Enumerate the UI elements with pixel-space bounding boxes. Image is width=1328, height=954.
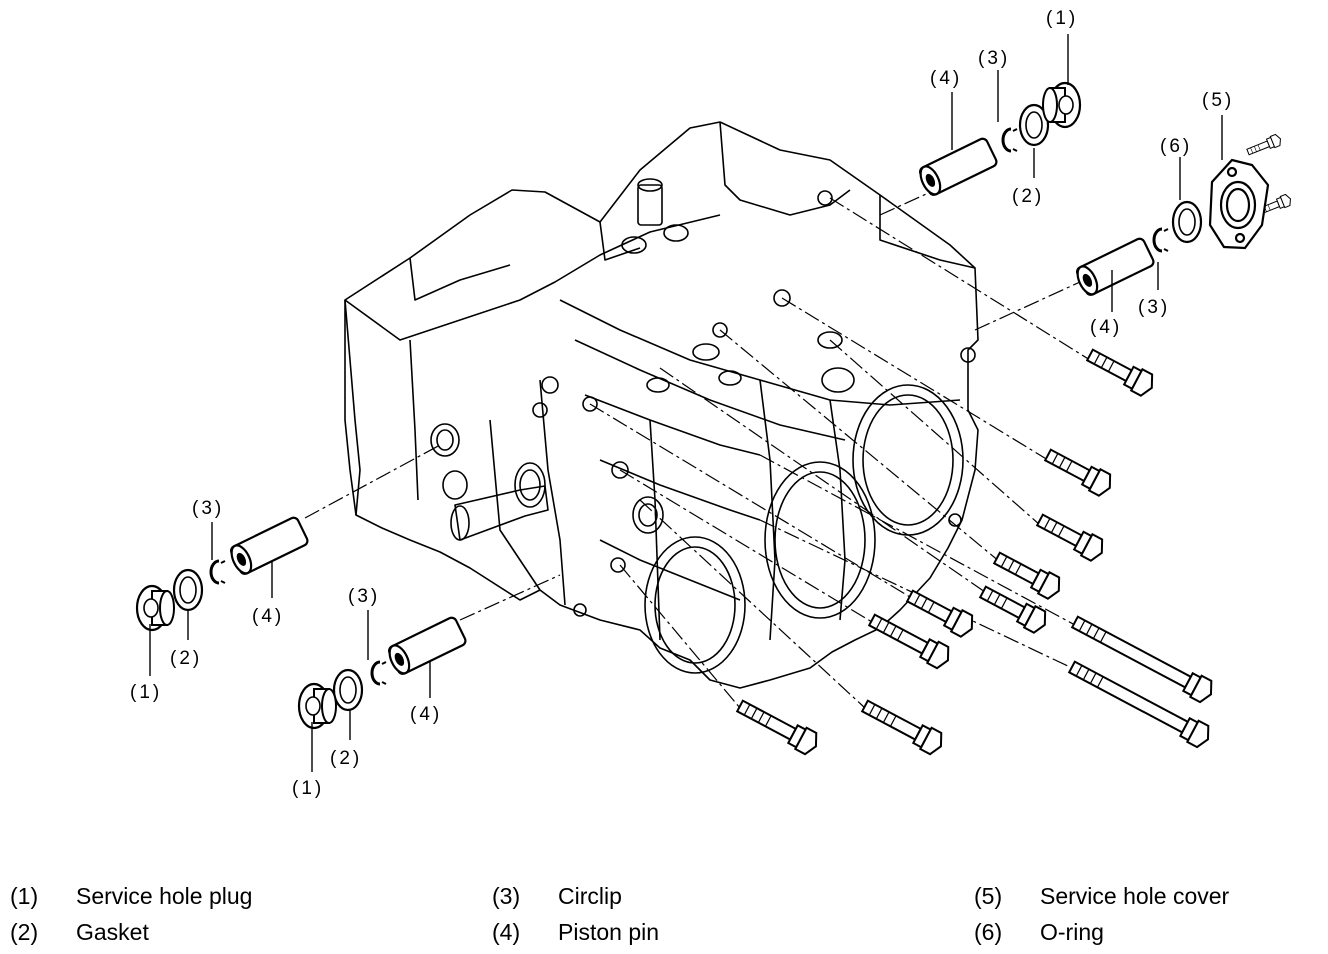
service-hole-cover	[1208, 158, 1270, 250]
bolt	[1033, 508, 1109, 565]
service-hole-plug-bottom	[297, 682, 338, 730]
legend-label: O-ring	[1040, 918, 1104, 945]
callout-5-top: (5)	[1202, 90, 1234, 111]
piston-pin-top	[915, 135, 1000, 199]
callout-2-left: (2)	[170, 648, 202, 669]
piston-pin-right	[1072, 235, 1157, 299]
circlip-left	[209, 559, 227, 585]
bolt	[903, 584, 979, 641]
callout-3-right: (3)	[1138, 297, 1170, 318]
legend-label: Piston pin	[558, 918, 660, 945]
callout-4-bottom: (4)	[410, 704, 442, 725]
legend-number: (3)	[492, 882, 521, 909]
callout-2-bottom: (2)	[330, 748, 362, 769]
legend-number: (6)	[974, 918, 1003, 945]
piston-pin-left	[226, 514, 311, 578]
callout-labels: (1) (3) (4) (2) (5) (6) (4) (3) (3) (4) …	[130, 8, 1234, 799]
legend-number: (5)	[974, 882, 1003, 909]
parts-right	[1072, 158, 1270, 299]
bolt	[990, 546, 1066, 603]
callout-6-top: (6)	[1160, 136, 1192, 157]
bolt	[1065, 655, 1215, 751]
legend-number: (4)	[492, 918, 521, 945]
parts-legend: (1) Service hole plug (2) Gasket (3) Cir…	[0, 876, 1328, 954]
callout-4-left: (4)	[252, 606, 284, 627]
callout-4-right: (4)	[1090, 317, 1122, 338]
callout-2-top: (2)	[1012, 186, 1044, 207]
callout-1-left: (1)	[130, 682, 162, 703]
circlip-top	[1001, 127, 1019, 153]
callout-3-bottom: (3)	[348, 586, 380, 607]
exploded-view-diagram: (1) (3) (4) (2) (5) (6) (4) (3) (3) (4) …	[130, 8, 1294, 799]
bolt-set	[733, 132, 1294, 758]
legend-number: (1)	[10, 882, 39, 909]
callout-3-top: (3)	[978, 48, 1010, 69]
legend-number: (2)	[10, 918, 39, 945]
circlip-bottom	[370, 660, 388, 686]
legend-item-6: (6) O-ring	[974, 916, 1104, 948]
legend-item-4: (4) Piston pin	[492, 916, 659, 948]
legend-label: Circlip	[558, 882, 622, 909]
callout-1-bottom: (1)	[292, 778, 324, 799]
legend-label: Gasket	[76, 918, 149, 945]
bolt	[1041, 443, 1117, 500]
bolt	[1068, 610, 1218, 706]
legend-label: Service hole plug	[76, 882, 253, 909]
alignment-lines	[304, 189, 1091, 709]
bolt	[1083, 343, 1159, 400]
callout-1-top: (1)	[1046, 8, 1078, 29]
bolt	[858, 694, 948, 758]
leader-lines	[149, 34, 1223, 772]
gasket-left	[172, 568, 204, 612]
callout-4-top: (4)	[930, 68, 962, 89]
legend-item-1: (1) Service hole plug	[10, 880, 252, 912]
circlip-right	[1152, 227, 1170, 253]
legend-label: Service hole cover	[1040, 882, 1230, 909]
legend-item-2: (2) Gasket	[10, 916, 149, 948]
engine-block	[344, 121, 979, 689]
gasket-bottom	[332, 668, 364, 712]
o-ring	[1171, 200, 1203, 244]
legend-item-5: (5) Service hole cover	[974, 880, 1229, 912]
service-hole-plug-left	[135, 584, 176, 632]
cover-screw	[1245, 132, 1284, 159]
service-hole-plug-top	[1041, 81, 1082, 129]
legend-item-3: (3) Circlip	[492, 880, 622, 912]
callout-3-left: (3)	[192, 498, 224, 519]
piston-pin-bottom	[384, 614, 469, 678]
bolt	[733, 694, 823, 758]
